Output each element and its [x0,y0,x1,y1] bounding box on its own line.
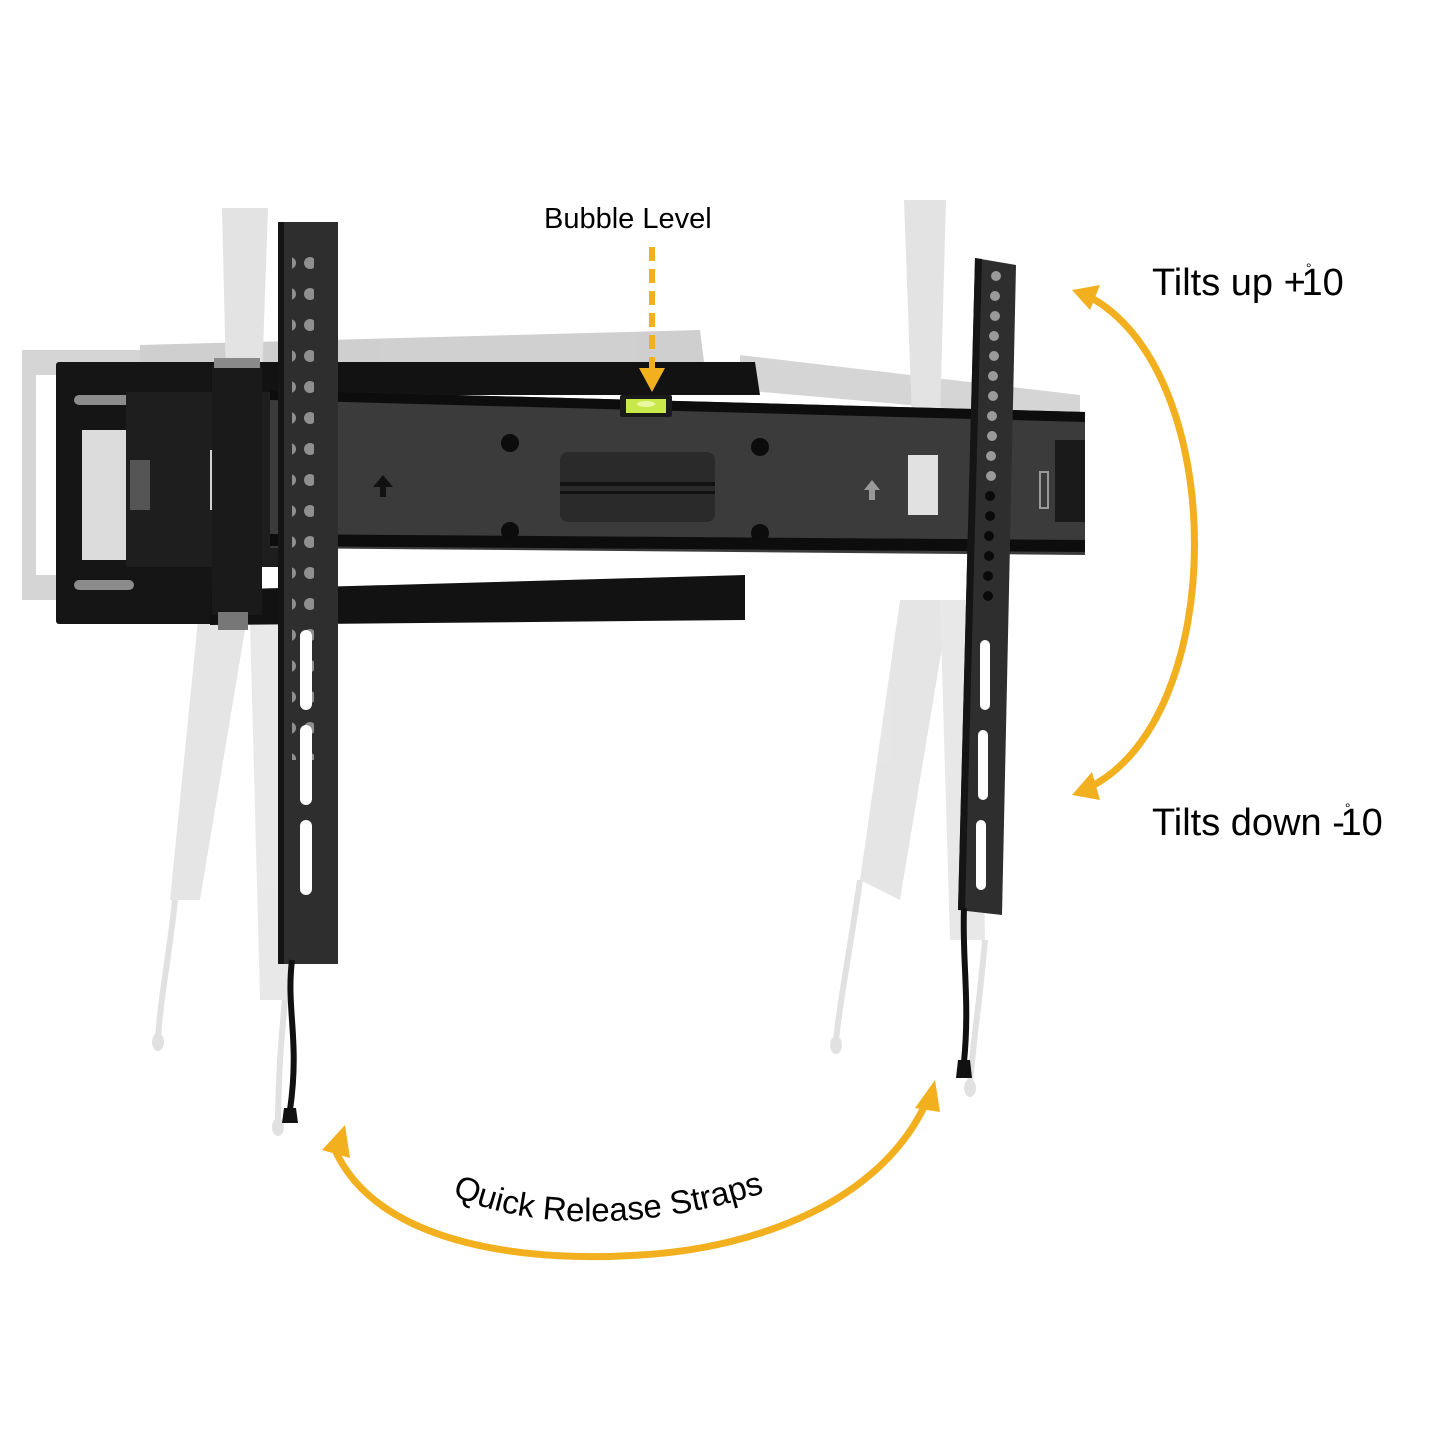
tilts-up-prefix: Tilts up + [1152,262,1306,304]
up-arrow-marking-left [373,475,393,497]
quick-release-strap-left [282,959,298,1123]
tilts-up-label: Tilts up +°10 [1152,260,1344,305]
quick-release-label: Quick Release Straps [449,1164,766,1229]
tv-strip-left [278,222,338,964]
ghost-tilted-positions [22,200,1080,1136]
ghost-strip-right-up [904,200,946,420]
arrow-up-left-icon [322,1125,350,1158]
arm-lower [210,575,745,625]
arrow-up-right-icon [915,1080,940,1112]
tilts-down-value: 10 [1340,802,1383,844]
up-arrow-marking-right [864,480,880,500]
quick-release-arrow: Quick Release Straps [322,1080,940,1261]
tv-rail [270,390,1085,555]
ghost-strip-left-up [222,208,268,380]
arrow-down-icon [639,368,665,392]
ghost-strip-right-down [860,600,950,900]
quick-release-strap-right [956,907,972,1078]
bubble-level-arrow [639,247,665,392]
wall-mount [56,222,1085,1123]
screw [751,524,769,542]
arrow-up-icon [1072,285,1100,310]
degree-symbol: ° [1305,260,1312,276]
screw [751,438,769,456]
screw [501,434,519,452]
tilts-up-value: 10 [1301,262,1344,304]
bubble-level [620,395,672,417]
ghost-strip-left-down [170,600,250,900]
center-recess [560,452,715,522]
swivel-bracket [126,358,286,630]
tv-strip-right [958,258,1016,915]
arrow-down-icon [1072,772,1100,800]
tilts-down-prefix: Tilts down - [1152,802,1345,844]
tilt-arrow [1072,285,1198,800]
tilts-down-label: Tilts down -°10 [1152,800,1383,845]
arm-upper [210,362,760,395]
degree-symbol: ° [1344,800,1351,816]
bubble-level-label: Bubble Level [544,203,712,235]
screw [501,522,519,540]
